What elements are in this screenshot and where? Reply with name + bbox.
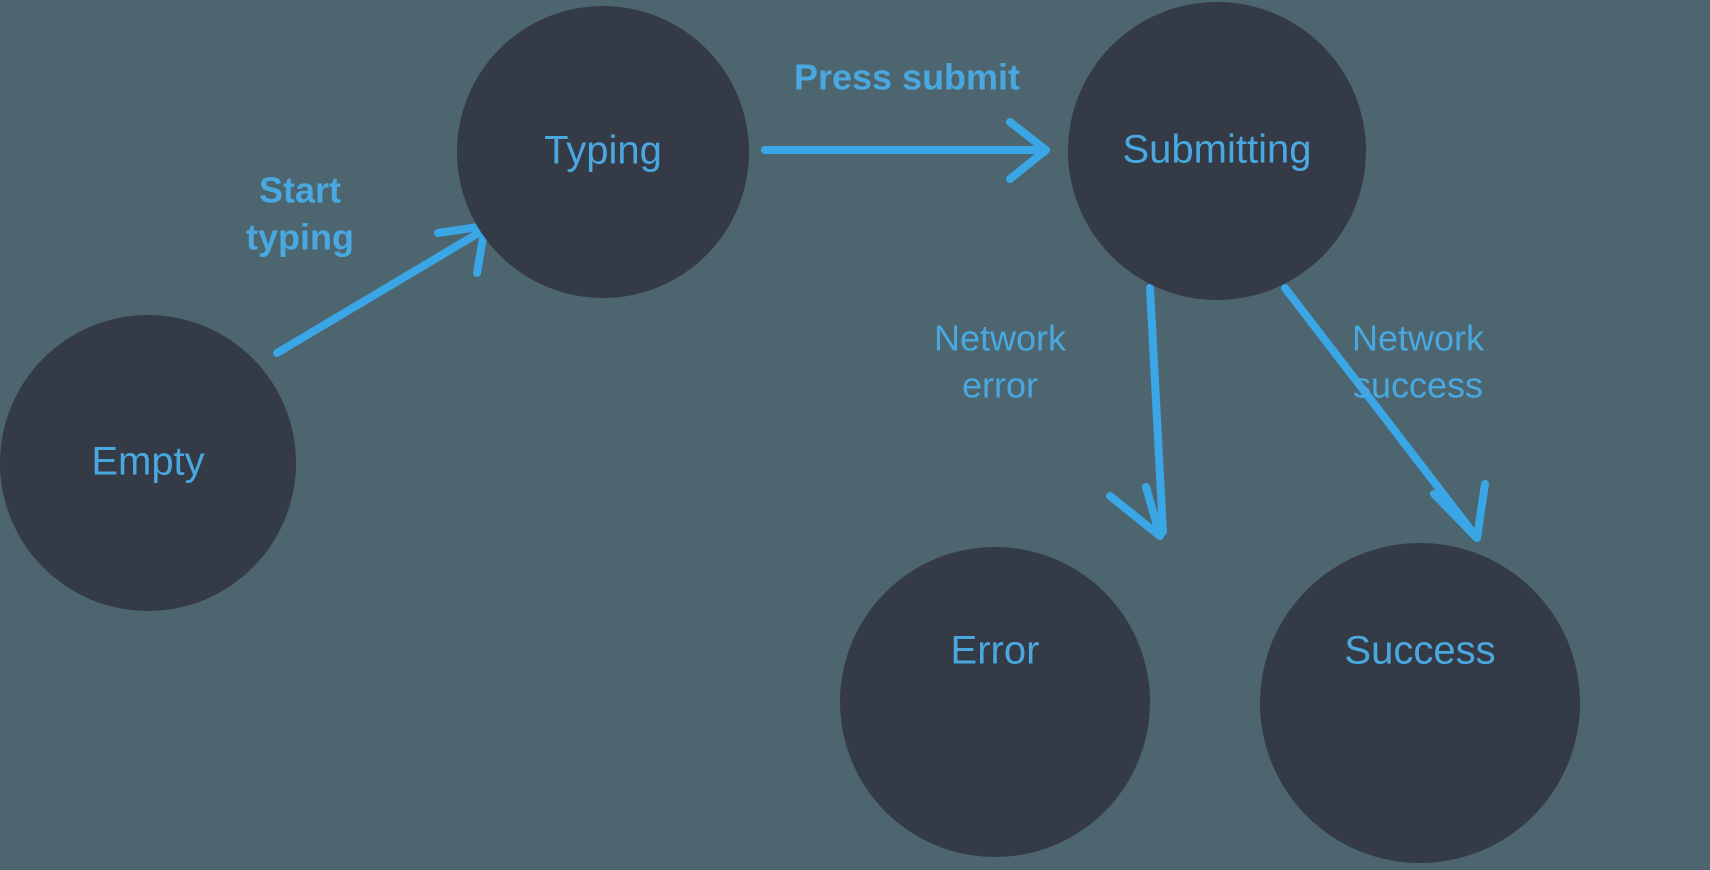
arrowhead-submitting-to-error	[1106, 483, 1164, 540]
edge-submitting-to-success	[1281, 284, 1489, 542]
node-label-empty: Empty	[91, 440, 204, 484]
edge-label-network-success-line-1: Network	[1352, 318, 1485, 359]
node-circle-error[interactable]	[840, 547, 1150, 857]
node-label-error: Error	[951, 629, 1040, 673]
node-error[interactable]: Error	[840, 547, 1150, 857]
node-label-typing: Typing	[544, 129, 662, 173]
edge-line-submitting-to-success	[1281, 284, 1478, 538]
node-success[interactable]: Success	[1260, 543, 1580, 863]
edge-submitting-to-error	[1106, 284, 1167, 540]
edge-label-press-submit-line-1: Press submit	[794, 57, 1020, 98]
node-typing[interactable]: Typing	[457, 6, 749, 298]
arrowhead-submitting-to-success	[1430, 480, 1489, 542]
edge-label-network-error-line-1: Network	[934, 318, 1067, 359]
node-label-submitting: Submitting	[1123, 128, 1312, 172]
node-circle-submitting[interactable]	[1068, 2, 1366, 300]
edge-label-network-error-line-2: error	[962, 365, 1038, 406]
node-submitting[interactable]: Submitting	[1068, 2, 1366, 300]
edge-label-start-typing-line-1: Start	[259, 170, 341, 211]
edge-label-network-error: Network error	[934, 318, 1067, 406]
edge-label-start-typing: Start typing	[246, 170, 354, 258]
edge-label-press-submit: Press submit	[794, 57, 1020, 98]
node-circle-success[interactable]	[1260, 543, 1580, 863]
arrowhead-typing-to-submitting	[1006, 118, 1050, 183]
edge-label-network-success: Network success	[1352, 318, 1485, 406]
edge-label-start-typing-line-2: typing	[246, 217, 354, 258]
edge-line-submitting-to-error	[1146, 284, 1167, 536]
edge-label-network-success-line-2: success	[1353, 365, 1483, 406]
node-circle-typing[interactable]	[457, 6, 749, 298]
node-empty[interactable]: Empty	[0, 315, 296, 611]
node-label-success: Success	[1344, 629, 1495, 673]
edge-typing-to-submitting	[761, 118, 1050, 183]
edge-line-empty-to-typing	[273, 224, 491, 357]
node-circle-empty[interactable]	[0, 315, 296, 611]
